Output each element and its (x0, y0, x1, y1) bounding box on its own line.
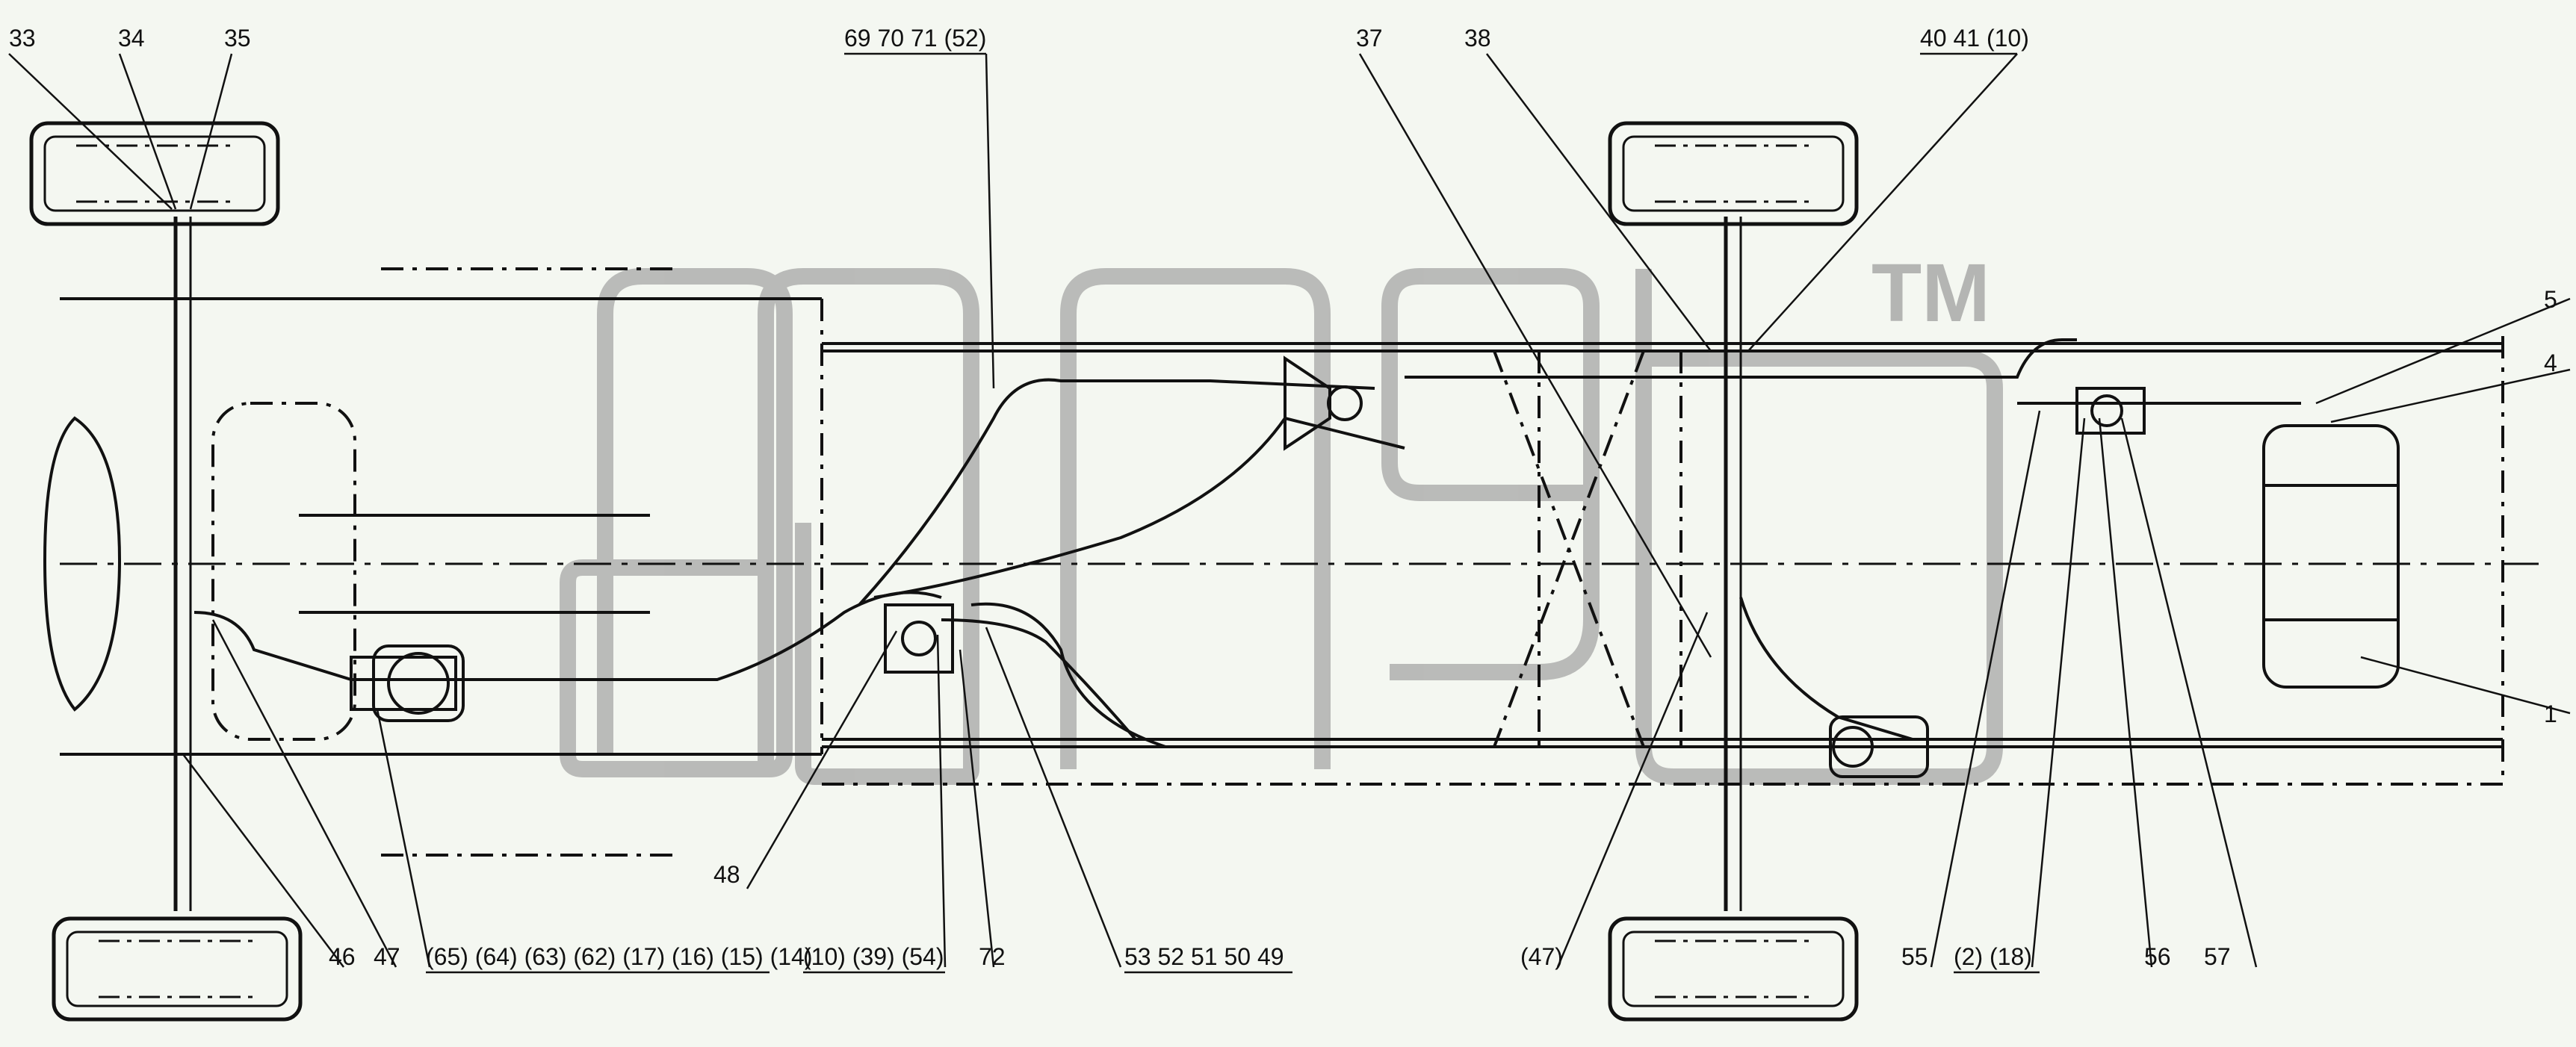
rear-right-wheel (1610, 919, 1857, 1019)
callout-55: 55 (1901, 943, 1928, 970)
callout-48: 48 (713, 861, 740, 888)
callout-40-41-10: 40 41 (10) (1920, 25, 2029, 52)
callout-33: 33 (9, 25, 36, 52)
callout-47: 47 (374, 943, 400, 970)
rear-axle (1724, 217, 1742, 911)
air-reservoir (2262, 424, 2400, 689)
callout-72: 72 (979, 943, 1006, 970)
watermark-logo (560, 268, 2003, 785)
watermark-tm: TM (1871, 247, 1990, 339)
brake-lines (193, 338, 2301, 748)
rear-left-wheel (1610, 123, 1857, 224)
front-left-wheel (31, 123, 278, 224)
callout-37: 37 (1356, 25, 1383, 52)
front-right-wheel (54, 919, 300, 1019)
callout-1: 1 (2544, 700, 2557, 727)
callout-57: 57 (2204, 943, 2231, 970)
callout-underlines (426, 52, 2040, 974)
pressure-regulator (2075, 387, 2146, 435)
callout-labels: 33 34 35 69 70 71 (52) 37 38 40 41 (10) … (9, 25, 2557, 970)
callout-46: 46 (329, 943, 356, 970)
brake-valve (884, 603, 954, 674)
horn (1284, 355, 1363, 451)
callout-56: 56 (2144, 943, 2171, 970)
callout-65-series: (65) (64) (63) (62) (17) (16) (15) (14) (426, 943, 812, 970)
front-spring (43, 416, 122, 712)
master-cylinder (350, 644, 465, 722)
callout-47b: (47) (1520, 943, 1563, 970)
callout-34: 34 (118, 25, 145, 52)
callout-35: 35 (224, 25, 251, 52)
chassis-frame (60, 267, 2540, 857)
callout-10-39-54: (10) (39) (54) (803, 943, 944, 970)
front-axle (173, 217, 192, 911)
callout-4: 4 (2544, 349, 2557, 376)
callout-5: 5 (2544, 286, 2557, 313)
leader-lines (8, 53, 2571, 968)
callout-2-18: (2) (18) (1954, 943, 2032, 970)
rear-brake-chamber (1829, 715, 1929, 778)
callout-38: 38 (1464, 25, 1491, 52)
callout-53-52-51-50-49: 53 52 51 50 49 (1124, 943, 1284, 970)
callout-69-70-71-52: 69 70 71 (52) (844, 25, 986, 52)
